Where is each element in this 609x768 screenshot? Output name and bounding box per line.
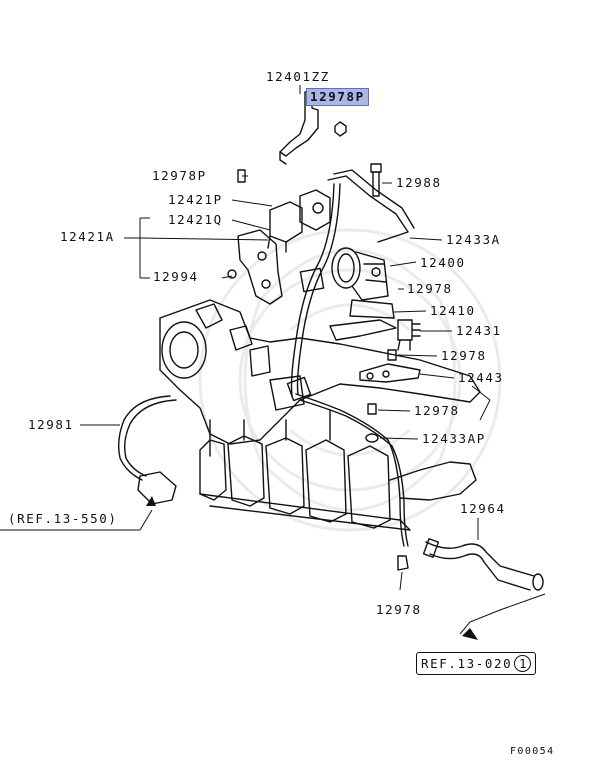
pump-part xyxy=(331,247,389,301)
part-label-12978-c[interactable]: 12978 xyxy=(414,403,460,418)
part-label-12421Q[interactable]: 12421Q xyxy=(168,212,223,227)
vacuum-hose-part xyxy=(286,169,415,547)
part-label-12431[interactable]: 12431 xyxy=(456,323,502,338)
part-label-12988[interactable]: 12988 xyxy=(396,175,442,190)
bolt-part xyxy=(370,163,382,197)
ref-label-right: REF.13-020 xyxy=(421,656,513,671)
part-label-12410[interactable]: 12410 xyxy=(430,303,476,318)
part-label-12978P-highlighted[interactable]: 12978P xyxy=(306,88,369,106)
hose-pipe-part xyxy=(422,538,544,591)
solenoid-valve-part xyxy=(267,189,331,253)
hose-clamp-part xyxy=(365,433,379,443)
part-label-12978-b[interactable]: 12978 xyxy=(441,348,487,363)
part-label-12443[interactable]: 12443 xyxy=(458,370,504,385)
leader-lines xyxy=(0,85,546,635)
pump-bracket-part xyxy=(329,299,397,341)
sensor-part xyxy=(397,319,421,351)
part-label-12433AP[interactable]: 12433AP xyxy=(422,431,486,446)
part-label-12964[interactable]: 12964 xyxy=(460,501,506,516)
bolt-c-part xyxy=(367,403,377,415)
link-bracket-part xyxy=(359,363,421,383)
bolt-d-part xyxy=(397,555,409,571)
sensor-cable-part xyxy=(117,395,177,505)
stay-bracket-part xyxy=(227,229,283,305)
ref-label-left[interactable]: (REF.13-550) xyxy=(8,511,118,526)
part-label-12433A[interactable]: 12433A xyxy=(446,232,501,247)
part-label-12421P[interactable]: 12421P xyxy=(168,192,223,207)
ref-arrows xyxy=(146,496,478,640)
part-label-12401ZZ[interactable]: 12401ZZ xyxy=(266,69,330,84)
figure-code: F00054 xyxy=(510,746,555,757)
part-label-12994[interactable]: 12994 xyxy=(153,269,199,284)
ref-circle-number: 1 xyxy=(514,655,532,672)
part-label-12421A[interactable]: 12421A xyxy=(60,229,115,244)
part-label-12978-a[interactable]: 12978 xyxy=(407,281,453,296)
part-label-12981[interactable]: 12981 xyxy=(28,417,74,432)
part-label-12978P[interactable]: 12978P xyxy=(152,168,207,183)
part-label-12978-d[interactable]: 12978 xyxy=(376,602,422,617)
part-label-12400[interactable]: 12400 xyxy=(420,255,466,270)
